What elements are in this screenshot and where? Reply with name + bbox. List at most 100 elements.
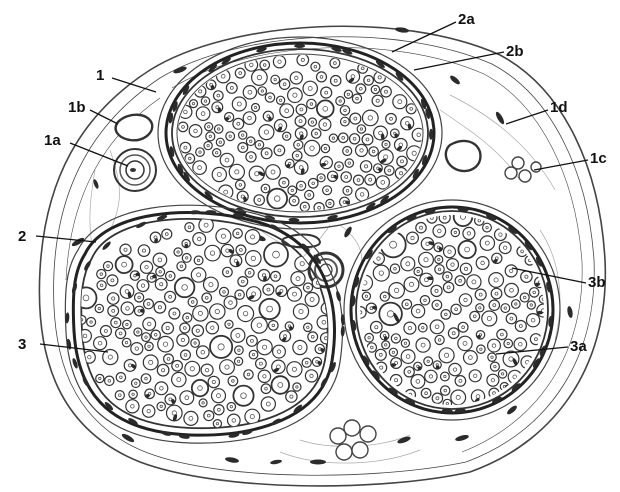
myelinated-fiber: [425, 370, 437, 382]
myelinated-fiber: [79, 330, 92, 343]
blood-vessel-1a: [114, 149, 156, 191]
myelinated-fiber: [412, 305, 425, 318]
myelinated-fiber: [261, 384, 271, 394]
myelinated-fiber: [441, 372, 450, 381]
myelinated-fiber: [424, 357, 433, 366]
myelinated-fiber: [205, 123, 213, 131]
myelinated-fiber: [116, 328, 126, 338]
myelinated-fiber: [435, 256, 443, 264]
myelinated-fiber: [213, 420, 221, 428]
myelinated-fiber: [271, 75, 280, 84]
myelinated-fiber: [96, 374, 104, 382]
myelinated-fiber: [140, 261, 152, 273]
myelinated-fiber: [238, 277, 248, 287]
myelinated-fiber: [329, 134, 337, 142]
myelinated-fiber: [153, 253, 167, 267]
myelinated-fiber: [303, 283, 312, 292]
myelinated-fiber: [137, 280, 149, 292]
myelinated-fiber: [505, 265, 517, 277]
myelinated-fiber: [404, 322, 416, 334]
myelinated-fiber: [530, 334, 541, 345]
myelinated-fiber: [343, 186, 352, 195]
myelinated-fiber: [365, 333, 374, 342]
myelinated-fiber: [212, 167, 226, 181]
myelinated-fiber: [489, 300, 499, 310]
myelinated-fiber: [246, 251, 262, 267]
myelinated-fiber: [312, 129, 321, 138]
myelinated-fiber: [476, 257, 489, 270]
myelinated-fiber: [252, 104, 260, 112]
myelinated-fiber: [386, 114, 397, 125]
myelinated-fiber: [455, 276, 465, 286]
myelinated-fiber: [382, 140, 390, 148]
myelinated-fiber: [226, 132, 235, 141]
myelinated-fiber: [447, 259, 459, 271]
myelinated-fiber: [94, 337, 107, 350]
myelinated-fiber: [414, 267, 422, 275]
label-2a: 2a: [458, 11, 475, 28]
myelinated-fiber: [352, 94, 361, 103]
myelinated-fiber: [228, 414, 241, 427]
myelinated-fiber: [499, 242, 511, 254]
myelinated-fiber: [311, 62, 320, 71]
myelinated-fiber: [214, 405, 224, 415]
myelinated-fiber: [463, 227, 475, 239]
myelinated-fiber: [193, 161, 207, 175]
myelinated-fiber: [236, 245, 246, 255]
myelinated-fiber: [443, 399, 452, 408]
myelinated-fiber: [371, 85, 379, 93]
myelinated-fiber: [220, 360, 235, 375]
myelinated-fiber: [108, 306, 119, 317]
myelinated-fiber: [341, 172, 351, 182]
myelinated-fiber: [305, 370, 317, 382]
myelinated-fiber: [143, 318, 156, 331]
myelinated-fiber: [291, 272, 305, 286]
myelinated-fiber: [308, 179, 318, 189]
myelinated-fiber: [243, 86, 256, 99]
myelinated-fiber: [471, 390, 484, 403]
myelinated-fiber: [164, 354, 174, 364]
myelinated-fiber: [491, 288, 502, 299]
myelinated-fiber: [295, 256, 310, 271]
myelinated-fiber: [308, 332, 318, 342]
myelinated-fiber: [107, 275, 118, 286]
myelinated-fiber: [273, 345, 286, 358]
myelinated-fiber: [199, 399, 207, 407]
myelinated-fiber: [308, 118, 316, 126]
myelinated-fiber: [185, 154, 195, 164]
myelinated-fiber: [295, 116, 306, 127]
myelinated-fiber: [357, 125, 365, 133]
myelinated-fiber: [123, 320, 132, 329]
myelinated-fiber: [350, 134, 360, 144]
myelinated-fiber: [317, 72, 327, 82]
myelinated-fiber: [433, 225, 446, 238]
myelinated-fiber: [199, 218, 213, 232]
myelinated-fiber: [439, 212, 450, 223]
myelinated-fiber: [235, 357, 243, 365]
myelinated-fiber: [451, 228, 459, 236]
myelinated-fiber: [391, 334, 400, 343]
myelinated-fiber: [297, 54, 309, 66]
myelinated-fiber: [172, 361, 183, 372]
myelinated-fiber: [267, 189, 287, 209]
myelinated-fiber: [477, 345, 485, 353]
myelinated-fiber: [169, 308, 180, 319]
myelinated-fiber: [232, 97, 246, 111]
myelinated-fiber: [338, 133, 348, 143]
myelinated-fiber: [514, 338, 527, 351]
myelinated-fiber: [271, 271, 281, 281]
myelinated-fiber: [374, 126, 388, 140]
myelinated-fiber: [245, 268, 254, 277]
myelinated-fiber: [185, 361, 200, 376]
myelinated-fiber: [225, 320, 233, 328]
myelinated-fiber: [389, 348, 397, 356]
myelinated-fiber: [321, 87, 332, 98]
myelinated-fiber: [490, 362, 499, 371]
myelinated-fiber: [254, 195, 264, 205]
myelinated-fiber: [111, 318, 121, 328]
myelinated-fiber: [191, 268, 206, 283]
label-3b: 3b: [588, 274, 606, 291]
myelinated-fiber: [231, 328, 245, 342]
myelinated-fiber: [177, 334, 189, 346]
myelinated-fiber: [172, 372, 186, 386]
